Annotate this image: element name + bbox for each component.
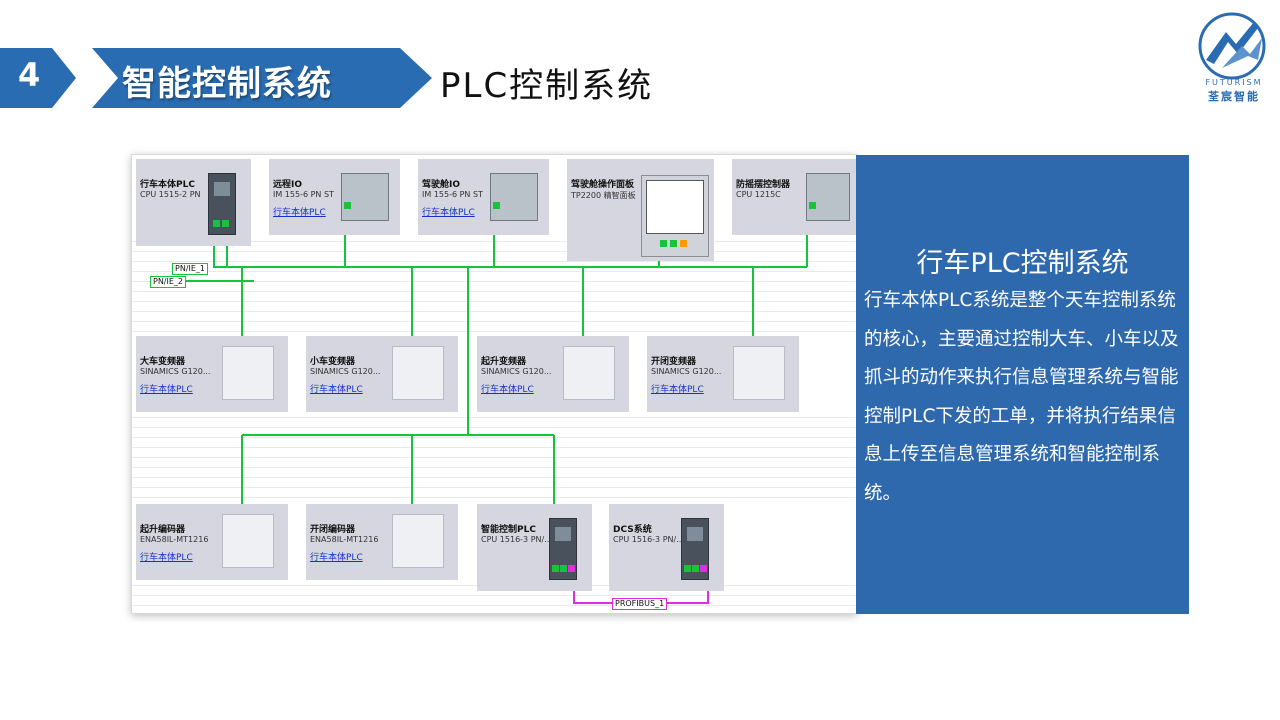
section-title-banner: 智能控制系统 (92, 48, 432, 108)
hmi-panel-icon (641, 175, 709, 257)
drive-motor-icon (733, 346, 785, 400)
device-hoist-encoder[interactable]: 起升编码器 ENA58IL-MT1216 行车本体PLC (136, 504, 288, 580)
encoder-icon (222, 514, 274, 568)
io-rack-icon (490, 173, 538, 221)
logo-text-en: FUTURISM (1205, 78, 1263, 87)
section-number-badge: 4 (0, 48, 76, 108)
section-title: 智能控制系统 (122, 64, 332, 104)
device-link[interactable]: 行车本体PLC (140, 385, 193, 395)
device-link[interactable]: 行车本体PLC (651, 385, 704, 395)
device-main-plc[interactable]: 行车本体PLC CPU 1515-2 PN (136, 159, 251, 246)
plc-module-icon (549, 518, 577, 580)
drive-motor-icon (222, 346, 274, 400)
description-panel: 行车PLC控制系统 行车本体PLC系统是整个天车控制系统的核心，主要通过控制大车… (856, 155, 1189, 614)
device-grab-drive[interactable]: 开闭变频器 SINAMICS G120... 行车本体PLC (647, 336, 799, 412)
drive-motor-icon (392, 346, 444, 400)
device-link[interactable]: 行车本体PLC (481, 385, 534, 395)
device-bridge-drive[interactable]: 大车变频器 SINAMICS G120... 行车本体PLC (136, 336, 288, 412)
page-subtitle: PLC控制系统 (440, 66, 654, 106)
plc-module-icon (208, 173, 236, 235)
device-link[interactable]: 行车本体PLC (422, 208, 475, 218)
device-anti-sway-controller[interactable]: 防摇摆控制器 CPU 1215C (732, 159, 856, 235)
device-link[interactable]: 行车本体PLC (273, 208, 326, 218)
device-dcs-system[interactable]: DCS系统 CPU 1516-3 PN/... (609, 504, 724, 591)
device-intelligent-plc[interactable]: 智能控制PLC CPU 1516-3 PN/... (477, 504, 592, 591)
panel-title: 行车PLC控制系统 (916, 248, 1129, 279)
drive-motor-icon (563, 346, 615, 400)
plc-network-diagram: PN/IE_1 PN/IE_2 PROFIBUS_1 行车本体PLC CPU 1… (131, 154, 857, 614)
plc-module-icon (806, 173, 850, 221)
encoder-icon (392, 514, 444, 568)
futurism-logo-icon (1198, 12, 1266, 80)
device-remote-io[interactable]: 远程IO IM 155-6 PN ST 行车本体PLC (269, 159, 400, 235)
device-grab-encoder[interactable]: 开闭编码器 ENA58IL-MT1216 行车本体PLC (306, 504, 458, 580)
section-number: 4 (18, 56, 41, 94)
device-link[interactable]: 行车本体PLC (310, 385, 363, 395)
network-label-profibus-1: PROFIBUS_1 (612, 598, 668, 610)
device-hoist-drive[interactable]: 起升变频器 SINAMICS G120... 行车本体PLC (477, 336, 629, 412)
panel-body: 行车本体PLC系统是整个天车控制系统的核心，主要通过控制大车、小车以及抓斗的动作… (864, 290, 1179, 504)
io-rack-icon (341, 173, 389, 221)
plc-module-icon (681, 518, 709, 580)
logo-text-cn: 荃宸智能 (1208, 90, 1260, 103)
device-link[interactable]: 行车本体PLC (140, 553, 193, 563)
device-trolley-drive[interactable]: 小车变频器 SINAMICS G120... 行车本体PLC (306, 336, 458, 412)
device-cabin-io[interactable]: 驾驶舱IO IM 155-6 PN ST 行车本体PLC (418, 159, 549, 235)
device-operator-panel[interactable]: 驾驶舱操作面板 TP2200 精智面板 (567, 159, 714, 261)
network-label-pn-ie-2: PN/IE_2 (150, 276, 187, 288)
network-label-pn-ie-1: PN/IE_1 (172, 263, 209, 275)
device-link[interactable]: 行车本体PLC (310, 553, 363, 563)
